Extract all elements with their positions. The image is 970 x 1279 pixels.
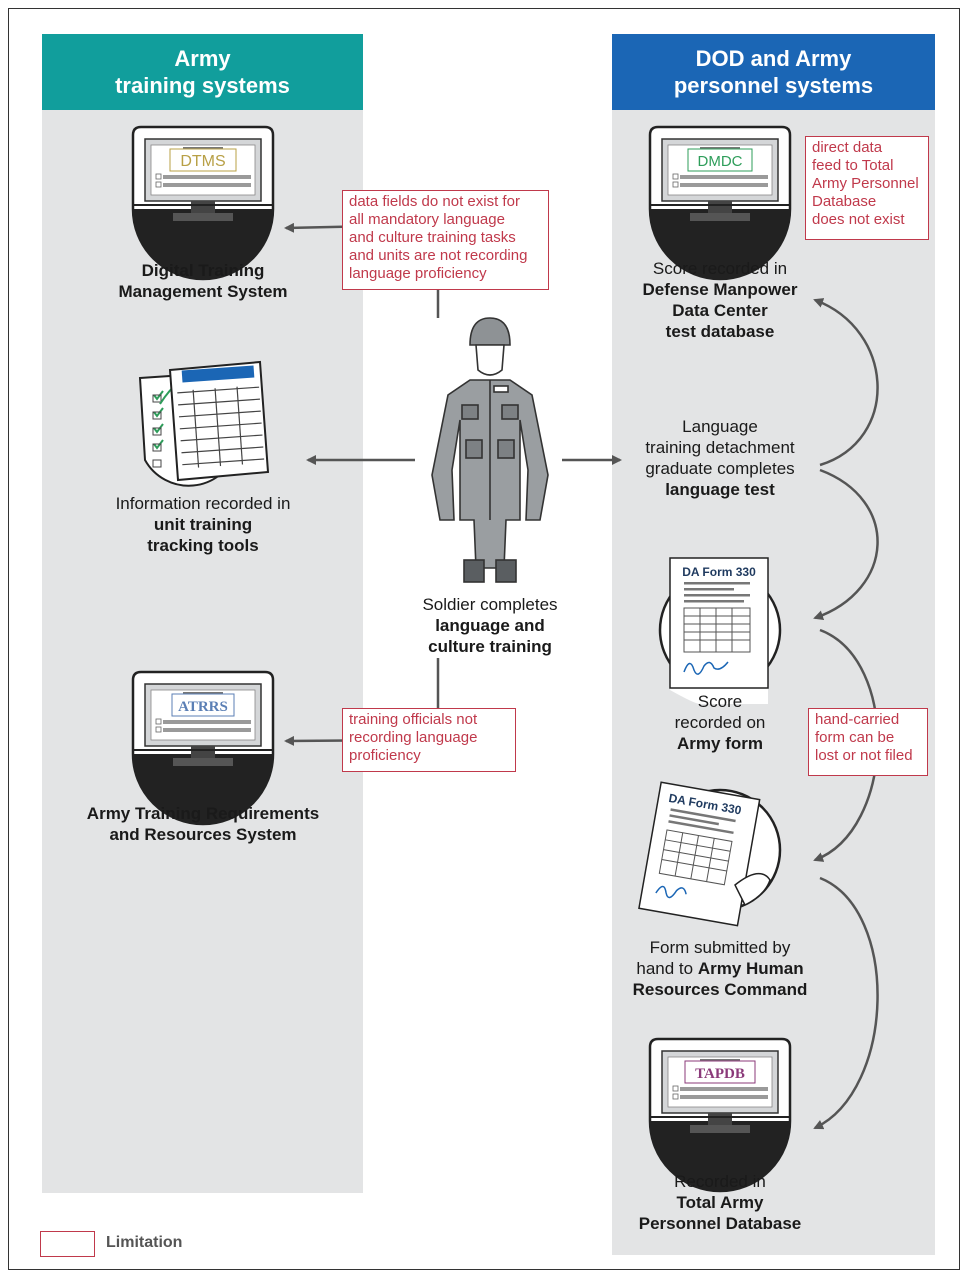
tracking-label-line1: Information recorded in xyxy=(115,494,291,513)
limitation-dmdc-line1: direct data xyxy=(812,139,883,156)
army-training-systems-column xyxy=(42,110,363,1193)
tapdb-label-line3: Personnel Database xyxy=(638,1214,802,1233)
limitation-dmdc-line2: feed to Total xyxy=(812,157,894,174)
soldier-label-line3: culture training xyxy=(428,637,552,656)
limitation-dtms-line4: and units are not recording xyxy=(349,247,528,264)
armyform-label-line1: Score xyxy=(697,692,743,711)
limitation-hand-carried: hand-carried form can be lost or not fil… xyxy=(808,708,928,776)
submitted-label-line3: Resources Command xyxy=(632,980,808,999)
form-submitted-label: Form submitted by hand to Army Human Res… xyxy=(612,937,828,1000)
limitation-dtms-line3: and culture training tasks xyxy=(349,229,516,246)
svg-text:TAPDB: TAPDB xyxy=(695,1066,745,1082)
limitation-atrrs: training officials not recording languag… xyxy=(342,708,516,772)
tapdb-label-line2: Total Army xyxy=(676,1193,764,1212)
dtms-screen-label: DTMS xyxy=(169,148,237,172)
limitation-dtms-line1: data fields do not exist for xyxy=(349,193,520,210)
limitation-dmdc-line5: does not exist xyxy=(812,211,905,228)
svg-text:DMDC: DMDC xyxy=(698,153,743,170)
limitation-dmdc-line3: Army Personnel xyxy=(812,175,919,192)
limitation-dtms-line5: language proficiency xyxy=(349,265,487,282)
svg-text:DA Form 330: DA Form 330 xyxy=(682,565,756,579)
submitted-label-line2b: Army Human xyxy=(697,959,804,978)
armyform-label-line2: recorded on xyxy=(674,713,766,732)
tapdb-label: Recorded in Total Army Personnel Databas… xyxy=(620,1171,820,1234)
dtms-label-line2: Management System xyxy=(118,282,288,301)
header-right-line2: personnel systems xyxy=(673,73,874,98)
limitation-dtms: data fields do not exist for all mandato… xyxy=(342,190,549,290)
language-test-label: Language training detachment graduate co… xyxy=(620,416,820,500)
tapdb-screen-label: TAPDB xyxy=(684,1060,756,1084)
tracking-tools-icon xyxy=(138,360,270,487)
limitation-dmdc: direct data feed to Total Army Personnel… xyxy=(805,136,929,240)
tracking-label-line3: tracking tools xyxy=(147,536,259,555)
tracking-tools-label: Information recorded in unit training tr… xyxy=(62,493,344,556)
army-form-label: Score recorded on Army form xyxy=(620,691,820,754)
header-right-line1: DOD and Army xyxy=(695,46,852,71)
svg-text:DTMS: DTMS xyxy=(180,153,225,170)
dmdc-label-line4: test database xyxy=(665,322,775,341)
header-left-line1: Army xyxy=(174,46,231,71)
test-label-line4: language test xyxy=(665,480,775,499)
test-label-line1: Language xyxy=(682,417,758,436)
atrrs-label-line1: Army Training Requirements xyxy=(86,804,320,823)
limitation-dmdc-line4: Database xyxy=(812,193,877,210)
soldier-label: Soldier completes language and culture t… xyxy=(390,594,590,657)
soldier-label-line1: Soldier completes xyxy=(422,595,558,614)
tracking-label-line2: unit training xyxy=(153,515,253,534)
dtms-label-line1: Digital Training xyxy=(141,261,265,280)
dmdc-screen-label: DMDC xyxy=(687,148,753,172)
soldier-label-line2: language and xyxy=(435,616,545,635)
limitation-handcarried-line2: form can be xyxy=(815,729,895,746)
dmdc-label-line2: Defense Manpower xyxy=(642,280,798,299)
limitation-handcarried-line3: lost or not filed xyxy=(815,747,913,764)
tapdb-label-line1: Recorded in xyxy=(674,1172,766,1191)
hand-carried-form-icon: DA Form 330 xyxy=(638,781,782,927)
submitted-label-line2a: hand to xyxy=(636,959,698,978)
limitation-atrrs-line3: proficiency xyxy=(349,747,421,764)
soldier-icon xyxy=(431,317,549,583)
legend-limitation-swatch xyxy=(40,1231,95,1257)
army-form-icon: DA Form 330 xyxy=(658,557,782,704)
dmdc-label: Score recorded in Defense Manpower Data … xyxy=(620,258,820,342)
submitted-label-line1: Form submitted by xyxy=(649,938,791,957)
atrrs-label: Army Training Requirements and Resources… xyxy=(52,803,354,845)
limitation-atrrs-line2: recording language xyxy=(349,729,478,746)
atrrs-label-line2: and Resources System xyxy=(109,825,297,844)
dmdc-label-line1: Score recorded in xyxy=(652,259,788,278)
figure-frame xyxy=(8,8,960,1270)
test-label-line3: graduate completes xyxy=(645,459,795,478)
dmdc-label-line3: Data Center xyxy=(672,301,768,320)
legend-limitation-label: Limitation xyxy=(106,1234,183,1251)
limitation-handcarried-line1: hand-carried xyxy=(815,711,900,728)
dtms-label: Digital Training Management System xyxy=(62,260,344,302)
armyform-label-line3: Army form xyxy=(677,734,763,753)
header-left-line2: training systems xyxy=(115,73,290,98)
limitation-atrrs-line1: training officials not xyxy=(349,711,478,728)
svg-text:ATRRS: ATRRS xyxy=(178,699,228,715)
test-label-line2: training detachment xyxy=(645,438,795,457)
limitation-dtms-line2: all mandatory language xyxy=(349,211,505,228)
atrrs-screen-label: ATRRS xyxy=(171,693,235,717)
